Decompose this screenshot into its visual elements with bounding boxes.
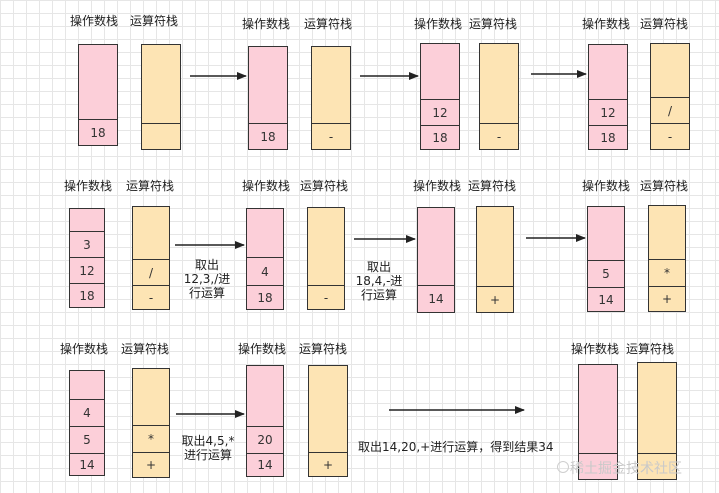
- stack-cell: -: [651, 123, 689, 149]
- stack-cell: -: [133, 285, 169, 309]
- operator-stack: [141, 44, 181, 150]
- step-note-line: 取出: [194, 258, 219, 272]
- stack-cell: /: [133, 259, 169, 285]
- stack-cell: [142, 123, 180, 149]
- operator-stack-label: 运算符栈: [640, 17, 689, 31]
- operator-stack-label: 运算符栈: [121, 342, 170, 356]
- operand-stack: [578, 364, 618, 480]
- operator-stack-label: 运算符栈: [469, 17, 518, 31]
- watermark: 稀土掘金技术社区: [570, 461, 682, 477]
- stack-cell: 4: [247, 257, 283, 285]
- operand-stack: 12 18: [588, 44, 628, 150]
- stack-cell: 5: [588, 260, 624, 287]
- stack-cell: 18: [70, 283, 104, 307]
- stack-cell: 5: [70, 426, 104, 453]
- operand-stack: 18: [248, 46, 288, 150]
- operator-stack-label: 运算符栈: [304, 17, 353, 31]
- operator-stack-label: 运算符栈: [640, 179, 689, 193]
- operand-stack-label: 操作数栈: [582, 17, 631, 31]
- operand-stack-label: 操作数栈: [414, 17, 463, 31]
- operand-stack-label: 操作数栈: [242, 179, 291, 193]
- operator-stack: -: [307, 207, 345, 310]
- stack-cell: 18: [79, 119, 117, 145]
- stack-cell: 3: [70, 231, 104, 257]
- stack-cell: [579, 453, 617, 479]
- stack-cell: +: [477, 286, 513, 312]
- operator-stack: / -: [650, 43, 690, 150]
- operator-stack-label: 运算符栈: [126, 179, 175, 193]
- operand-stack-label: 操作数栈: [238, 342, 287, 356]
- operator-stack: +: [476, 206, 514, 313]
- operand-stack: 4 5 14: [69, 370, 105, 476]
- stack-cell: 20: [247, 426, 283, 453]
- stack-cell: 18: [249, 123, 287, 149]
- watermark-logo-icon: [557, 461, 569, 473]
- operator-stack: -: [479, 43, 519, 150]
- operand-stack-label: 操作数栈: [413, 179, 462, 193]
- operand-stack: 20 14: [246, 365, 284, 477]
- step-note-line: 18,4,-进: [355, 274, 403, 288]
- operand-stack-label: 操作数栈: [571, 342, 620, 356]
- stack-cell: -: [480, 123, 518, 149]
- operand-stack: 12 18: [420, 43, 460, 150]
- step-note: 取出4,5,* 进行运算: [176, 434, 240, 462]
- step-note: 取出 18,4,-进 行运算: [352, 260, 406, 302]
- step-note-line: 进行运算: [183, 448, 232, 462]
- stack-cell: -: [308, 285, 344, 309]
- stack-cell: 12: [589, 99, 627, 125]
- operand-stack-label: 操作数栈: [60, 342, 109, 356]
- operand-stack-label: 操作数栈: [70, 14, 119, 28]
- stack-cell: *: [649, 259, 685, 286]
- operand-stack: 3 12 18: [69, 208, 105, 308]
- operator-stack: [637, 362, 677, 480]
- operand-stack: 4 18: [246, 208, 284, 310]
- step-note-line: 行运算: [360, 288, 397, 302]
- stack-cell: 14: [247, 453, 283, 476]
- operator-stack-label: 运算符栈: [468, 179, 517, 193]
- operand-stack: 5 14: [587, 206, 625, 312]
- operator-stack: +: [308, 365, 348, 477]
- operand-stack-label: 操作数栈: [64, 179, 113, 193]
- operand-stack-label: 操作数栈: [582, 179, 631, 193]
- stack-cell: *: [133, 425, 169, 452]
- step-note: 取出 12,3,/进 行运算: [180, 258, 234, 300]
- stack-cell: 4: [70, 399, 104, 426]
- stack-cell: 18: [589, 125, 627, 149]
- operator-stack-label: 运算符栈: [299, 342, 348, 356]
- operator-stack-label: 运算符栈: [626, 342, 675, 356]
- operator-stack: / -: [132, 206, 170, 310]
- step-note-line: 行运算: [188, 286, 225, 300]
- operand-stack-label: 操作数栈: [242, 17, 291, 31]
- stack-cell: 18: [421, 125, 459, 149]
- operator-stack: * +: [132, 368, 170, 478]
- step-note-line: 取出: [366, 260, 391, 274]
- stack-cell: 18: [247, 285, 283, 309]
- step-note-line: 12,3,/进: [183, 272, 231, 286]
- operand-stack: 18: [78, 44, 118, 146]
- stack-cell: +: [309, 452, 347, 476]
- stack-cell: +: [649, 286, 685, 311]
- operator-stack-label: 运算符栈: [130, 14, 179, 28]
- final-step-note: 取出14,20,+进行运算，得到结果34: [358, 440, 554, 454]
- stack-cell: 14: [588, 287, 624, 311]
- stack-cell: [638, 453, 676, 479]
- stack-cell: 12: [421, 99, 459, 125]
- operand-stack: 14: [417, 207, 455, 313]
- operator-stack: * +: [648, 205, 686, 312]
- stack-cell: 14: [418, 285, 454, 312]
- stack-cell: 14: [70, 453, 104, 475]
- step-note-line: 取出4,5,*: [181, 434, 235, 448]
- stack-cell: +: [133, 452, 169, 477]
- stack-cell: 12: [70, 257, 104, 283]
- operator-stack-label: 运算符栈: [300, 179, 349, 193]
- stack-cell: -: [312, 123, 350, 149]
- stack-cell: /: [651, 97, 689, 123]
- operator-stack: -: [311, 46, 351, 150]
